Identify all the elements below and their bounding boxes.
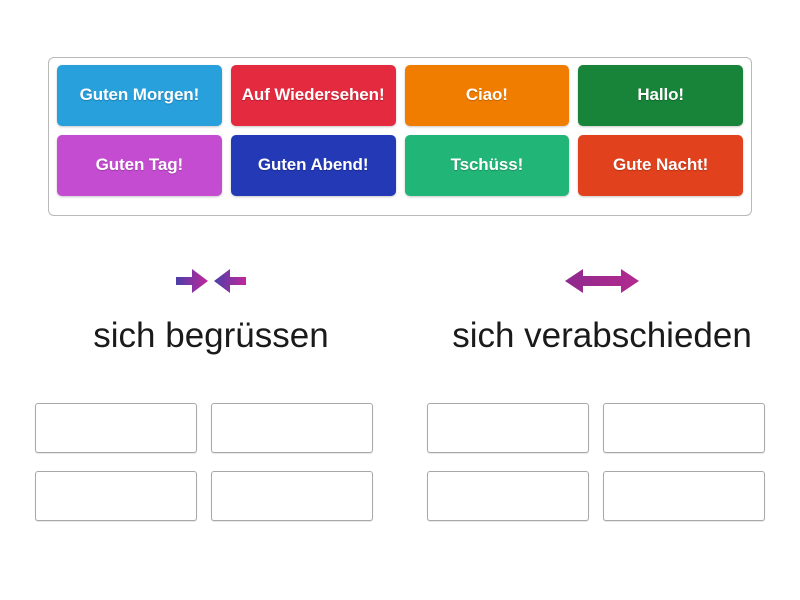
converging-arrows-icon [22,258,400,304]
category-title-left: sich begrüssen [93,316,329,355]
double-headed-arrow-icon [404,258,800,304]
tile-ciao[interactable]: Ciao! [404,65,570,126]
dropzone-group-right [427,403,765,521]
tile-guten-tag[interactable]: Guten Tag! [57,135,222,196]
tile-guten-morgen[interactable]: Guten Morgen! [57,65,222,126]
tile-row: Guten Morgen! Auf Wiedersehen! Ciao! Hal… [57,65,743,126]
word-tile-bank: Guten Morgen! Auf Wiedersehen! Ciao! Hal… [48,57,752,216]
tile-gute-nacht[interactable]: Gute Nacht! [578,135,743,196]
dropzone-right-4[interactable] [603,471,765,521]
dropzone-group-left [35,403,373,521]
tile-hallo[interactable]: Hallo! [578,65,743,126]
category-sich-verabschieden: sich verabschieden [404,258,800,353]
dropzone-left-4[interactable] [211,471,373,521]
dropzone-right-2[interactable] [603,403,765,453]
dropzone-left-1[interactable] [35,403,197,453]
tile-row: Guten Tag! Guten Abend! Tschüss! Gute Na… [57,135,743,196]
dropzone-right-1[interactable] [427,403,589,453]
dropzone-left-2[interactable] [211,403,373,453]
dropzone-right-3[interactable] [427,471,589,521]
category-title-right: sich verabschieden [452,316,752,355]
tile-tschuess[interactable]: Tschüss! [404,135,570,196]
tile-guten-abend[interactable]: Guten Abend! [230,135,396,196]
tile-auf-wiedersehen[interactable]: Auf Wiedersehen! [230,65,396,126]
dropzone-left-3[interactable] [35,471,197,521]
category-sich-begruessen: sich begrüssen [22,258,400,353]
